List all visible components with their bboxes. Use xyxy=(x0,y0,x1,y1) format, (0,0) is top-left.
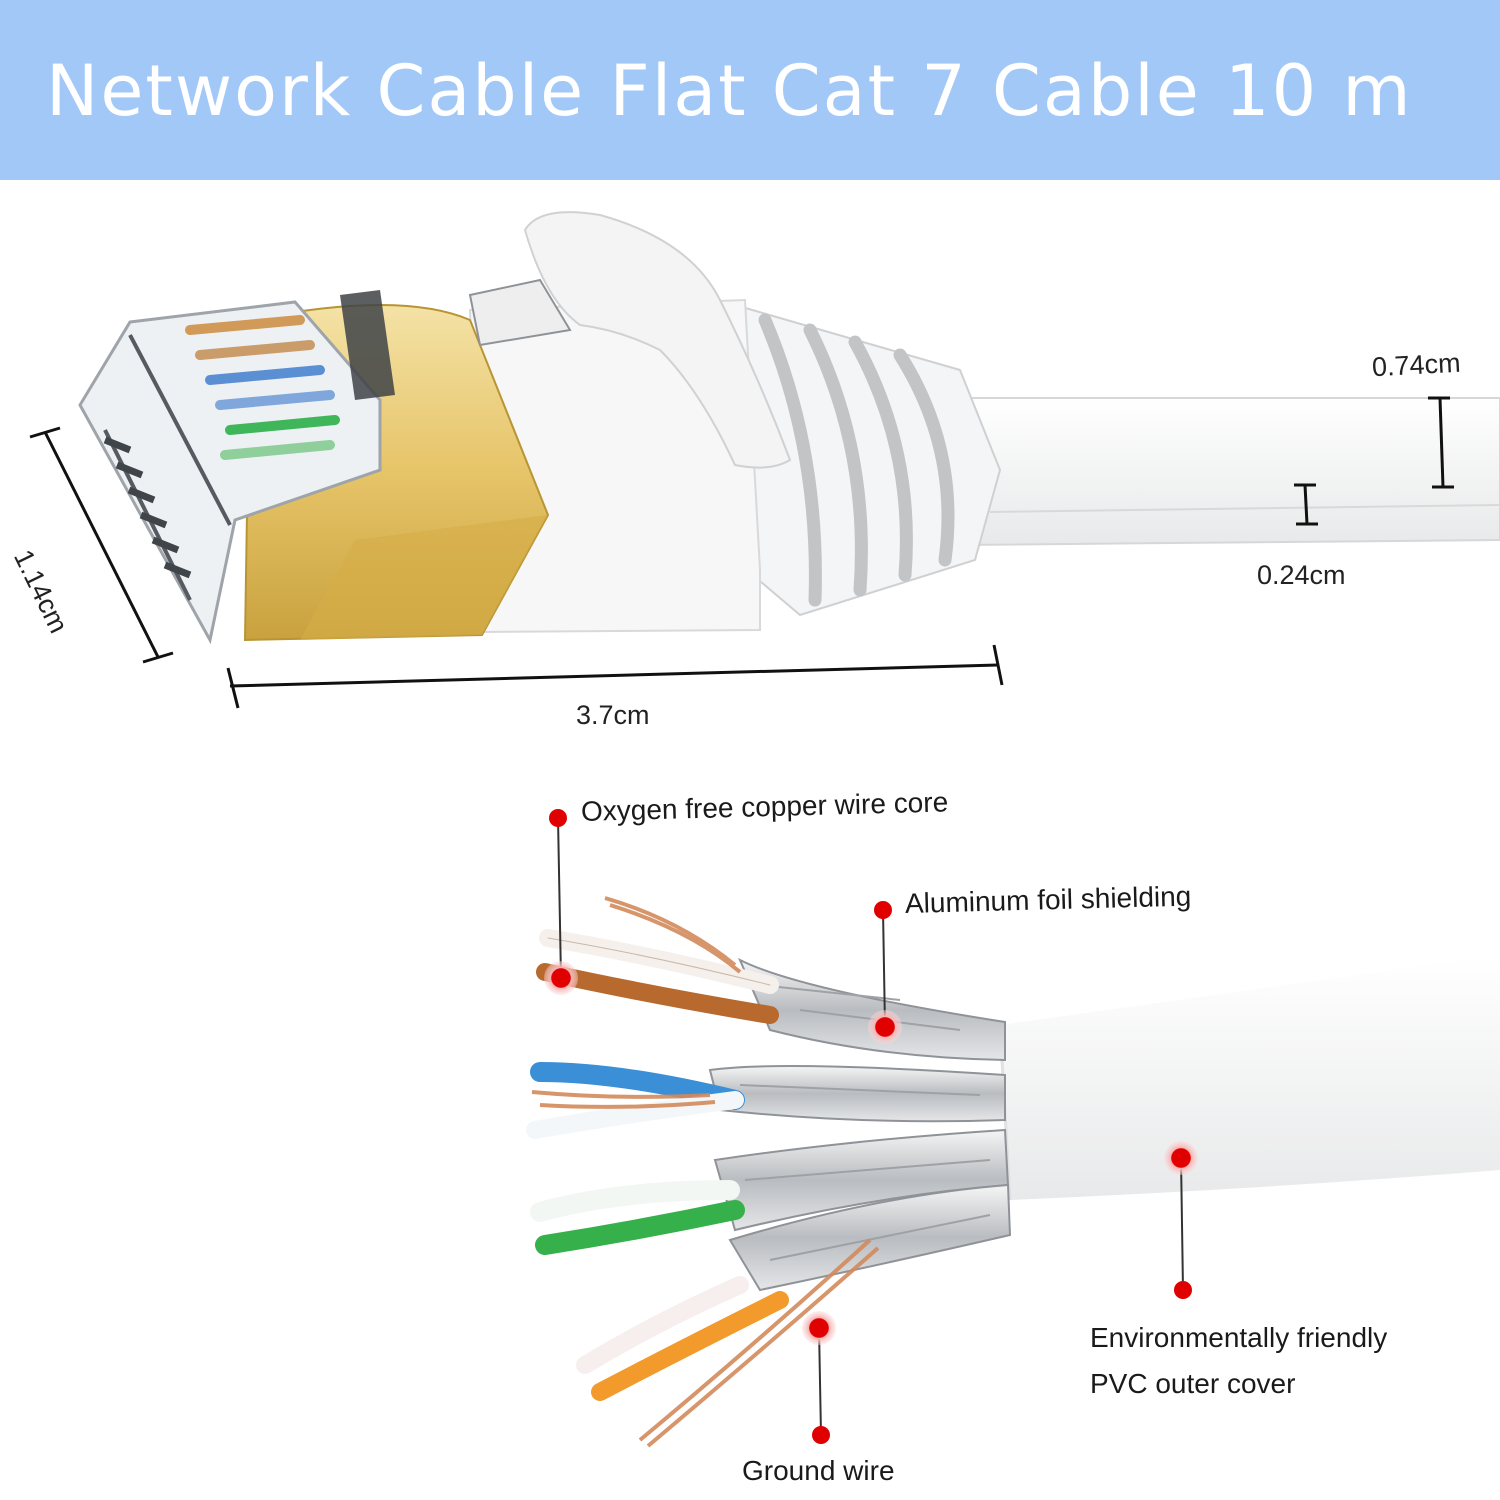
copper-core-marker xyxy=(544,961,578,995)
pvc-cover-marker xyxy=(1164,1141,1198,1175)
dim-thickness-line xyxy=(1294,483,1318,526)
pvc-cover-dot xyxy=(1174,1281,1192,1299)
foil-shield-marker xyxy=(868,1010,902,1044)
foil-pair-1 xyxy=(738,957,1006,1062)
plug-contacts xyxy=(103,436,192,579)
connector-latch xyxy=(523,211,792,469)
wire-pair-orange xyxy=(576,1276,789,1401)
callout-leaders xyxy=(557,817,1184,1436)
plug-wire-colors xyxy=(185,315,340,460)
wire-pair-brown xyxy=(536,929,779,1024)
dim-thickness-label: 0.24cm xyxy=(1257,560,1346,590)
dim-height-label: 0.74cm xyxy=(1371,347,1462,383)
dim-height-line xyxy=(1428,396,1454,489)
title-banner: Network Cable Flat Cat 7 Cable 10 m xyxy=(0,0,1500,180)
flat-cable xyxy=(938,397,1500,547)
foil-pair-3 xyxy=(713,1128,1010,1232)
foil-pair-2 xyxy=(708,1065,1006,1123)
boot-ribs xyxy=(758,313,955,607)
dim-length-label: 3.7cm xyxy=(576,700,650,730)
cable-cross-section xyxy=(526,809,1500,1448)
ground-wire-label: Ground wire xyxy=(742,1455,895,1486)
callout-dots xyxy=(544,809,1198,1444)
page-title: Network Cable Flat Cat 7 Cable 10 m xyxy=(46,50,1413,132)
foil-shield-dot xyxy=(874,901,892,919)
ground-wire-marker xyxy=(802,1311,836,1345)
dim-length-line xyxy=(226,644,1004,709)
dimension-lines xyxy=(29,396,1454,709)
ground-wire-dot xyxy=(812,1426,830,1444)
rj45-connector xyxy=(78,211,1500,645)
pvc-jacket xyxy=(1000,955,1500,1200)
copper-core-dot xyxy=(549,809,567,827)
pvc-cover-label: Environmentally friendly PVC outer cover xyxy=(1090,1322,1388,1399)
ground-wire-strands xyxy=(531,896,880,1448)
wire-pair-green xyxy=(530,1180,745,1255)
dim-width-line xyxy=(29,426,174,664)
